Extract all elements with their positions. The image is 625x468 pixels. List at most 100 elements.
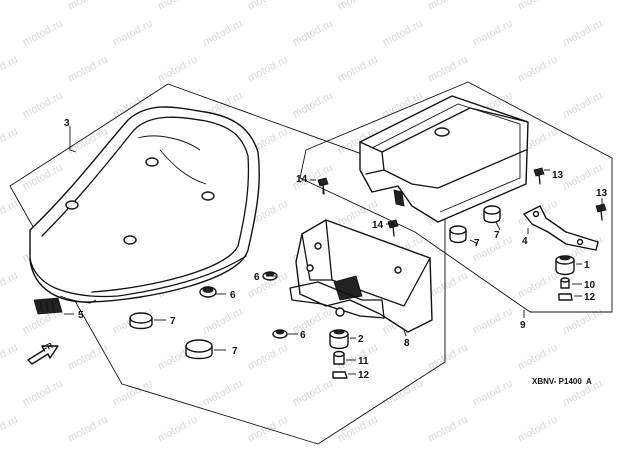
watermark-text: motod.ru — [426, 270, 470, 301]
watermark-text: motod.ru — [516, 0, 560, 13]
watermark-text: motod.ru — [0, 0, 20, 13]
callout-3: 3 — [64, 118, 70, 129]
callout-14b: 14 — [372, 220, 384, 231]
damper-1[interactable] — [555, 255, 575, 276]
damper-2[interactable] — [329, 329, 349, 350]
rubber-cushion-7c[interactable] — [449, 225, 467, 244]
watermark-text: motod.ru — [66, 54, 110, 85]
watermark-text: motod.ru — [381, 18, 425, 49]
watermark-text: motod.ru — [336, 54, 380, 85]
watermark-text: motod.ru — [111, 18, 155, 49]
callout-7c: 7 — [474, 238, 480, 249]
callout-12b: 12 — [584, 292, 596, 303]
leader-lines — [64, 126, 603, 375]
bolt-14b[interactable] — [387, 219, 399, 237]
nut-12a[interactable] — [332, 371, 348, 379]
bolt-13a[interactable] — [533, 167, 545, 185]
watermark-text: motod.ru — [156, 414, 200, 445]
diagram-code: XBNV- P1400 — [532, 377, 582, 386]
watermark-text: motod.ru — [516, 54, 560, 85]
rubber-cushion-6a[interactable] — [199, 286, 217, 298]
watermark-text: motod.ru — [0, 270, 20, 301]
watermark-text: motod.ru — [426, 54, 470, 85]
watermark-text: motod.ru — [0, 198, 20, 229]
rubber-cushion-7b[interactable] — [185, 339, 213, 360]
callout-14a: 14 — [296, 174, 308, 185]
watermark-text: motod.ru — [0, 126, 20, 157]
watermark-text: motod.ru — [246, 414, 290, 445]
watermark-text: motod.ru — [561, 90, 605, 121]
callout-6b: 6 — [254, 272, 260, 283]
grommet-6b[interactable] — [262, 271, 278, 281]
watermark-text: motod.ru — [561, 18, 605, 49]
watermark-text: motod.ru — [0, 342, 20, 373]
bolt-13b[interactable] — [595, 203, 607, 221]
watermark-text: motod.ru — [201, 18, 245, 49]
seat-hook-pad[interactable] — [33, 297, 63, 315]
watermark-text: motod.ru — [291, 306, 335, 337]
watermark-text: motod.ru — [471, 378, 515, 409]
watermark-text: motod.ru — [201, 306, 245, 337]
callout-11: 11 — [358, 356, 369, 367]
watermark-text: motod.ru — [21, 378, 65, 409]
collar-11[interactable] — [333, 350, 345, 365]
front-direction-arrow: FR. — [27, 340, 59, 365]
rubber-cushion-7d[interactable] — [483, 205, 501, 224]
watermark-text: motod.ru — [426, 342, 470, 373]
callout-10: 10 — [584, 280, 596, 291]
watermark-text: motod.ru — [516, 342, 560, 373]
watermark-text: motod.ru — [471, 18, 515, 49]
seat-cowl[interactable] — [359, 95, 529, 223]
grommet-6c[interactable] — [272, 329, 288, 339]
watermark-text: motod.ru — [21, 90, 65, 121]
rubber-cushion-7a[interactable] — [129, 312, 153, 330]
collar-10[interactable] — [560, 277, 570, 289]
watermark-text: motod.ru — [21, 18, 65, 49]
callout-6c: 6 — [300, 330, 306, 341]
callout-9: 9 — [520, 320, 526, 331]
bolt-14a[interactable] — [317, 177, 329, 195]
watermark-text: motod.ru — [0, 54, 20, 85]
watermark-text: motod.ru — [426, 0, 470, 13]
callout-7b: 7 — [232, 346, 238, 357]
callout-6a: 6 — [230, 290, 236, 301]
watermark-text: motod.ru — [291, 378, 335, 409]
seat-bracket[interactable] — [289, 219, 433, 333]
seat[interactable] — [29, 106, 260, 304]
watermark-text: motod.ru — [201, 378, 245, 409]
callout-12a: 12 — [358, 370, 370, 381]
callout-5: 5 — [78, 310, 84, 321]
watermark-text: motod.ru — [246, 0, 290, 13]
watermark-text: motod.ru — [156, 54, 200, 85]
callout-13b: 13 — [596, 188, 608, 199]
watermark-text: motod.ru — [291, 90, 335, 121]
callout-1: 1 — [584, 260, 590, 271]
callout-8: 8 — [404, 338, 410, 349]
callout-13a: 13 — [552, 170, 564, 181]
watermark-text: motod.ru — [0, 414, 20, 445]
watermark-text: motod.ru — [21, 162, 65, 193]
watermark-text: motod.ru — [336, 0, 380, 13]
watermark-text: motod.ru — [471, 306, 515, 337]
watermark-text: motod.ru — [246, 342, 290, 373]
group-frame-seat — [9, 83, 446, 445]
watermark-text: motod.ru — [381, 378, 425, 409]
callout-2: 2 — [358, 334, 364, 345]
diagram-code-suffix: A — [586, 377, 592, 386]
watermark-text: motod.ru — [66, 414, 110, 445]
callout-7d: 7 — [494, 230, 500, 241]
callout-7a: 7 — [170, 316, 176, 327]
watermark-text: motod.ru — [66, 0, 110, 13]
watermark-text: motod.ru — [426, 414, 470, 445]
group-frame-cowl — [299, 81, 613, 313]
callout-4: 4 — [522, 236, 528, 247]
cowl-bracket[interactable] — [523, 205, 599, 251]
watermark-text: motod.ru — [111, 378, 155, 409]
nut-12b[interactable] — [558, 293, 573, 301]
watermark-text: motod.ru — [516, 414, 560, 445]
watermark-text: motod.ru — [516, 270, 560, 301]
watermark-text: motod.ru — [156, 0, 200, 13]
watermark-text: motod.ru — [291, 18, 335, 49]
